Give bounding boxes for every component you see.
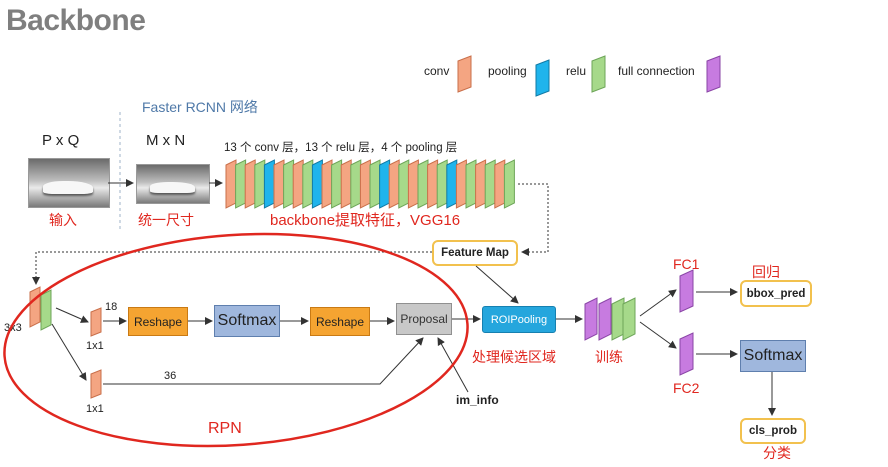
im-info-label: im_info xyxy=(456,393,499,407)
arrow-conv-1x1-cls xyxy=(55,307,89,323)
rpn-conv-1x1-cls xyxy=(90,307,102,337)
classification-caption: 分类 xyxy=(763,445,791,461)
faster-rcnn-label: Faster RCNN 网络 xyxy=(142,99,258,115)
kernel-1x1-label-a: 1x1 xyxy=(86,340,104,352)
arrow-fc-fc1 xyxy=(639,289,677,317)
backbone-layer-conv xyxy=(455,159,467,209)
fc-relu-2 xyxy=(622,297,636,341)
backbone-layer-conv xyxy=(321,159,333,209)
backbone-layer-conv xyxy=(292,159,304,209)
train-caption: 训练 xyxy=(595,349,623,365)
backbone-layer-conv xyxy=(475,159,487,209)
fc2-layer xyxy=(679,332,694,376)
backbone-layer-relu xyxy=(302,159,314,209)
feature-map-box: Feature Map xyxy=(432,240,518,266)
arrow-reg-proposal xyxy=(103,337,424,385)
legend-pooling-label: pooling xyxy=(488,64,527,78)
rpn-region-ellipse xyxy=(3,232,469,448)
input-caption: 输入 xyxy=(49,212,77,228)
backbone-layer-relu xyxy=(465,159,477,209)
rpn-conv-3x3 xyxy=(29,286,41,328)
rpn-relu xyxy=(40,289,52,331)
backbone-layer-relu xyxy=(417,159,429,209)
softmax-box-cls: Softmax xyxy=(740,340,806,372)
backbone-layer-pooling xyxy=(446,159,458,209)
arrow-featuremap-rpn xyxy=(32,251,432,285)
backbone-layer-pooling xyxy=(379,159,391,209)
rpn-label: RPN xyxy=(208,420,242,437)
legend-conv-swatch xyxy=(457,55,472,93)
channel-36-label: 36 xyxy=(164,370,177,382)
reshape-box-1: Reshape xyxy=(128,307,188,336)
fc1-label: FC1 xyxy=(673,256,700,272)
resized-image xyxy=(136,164,210,204)
backbone-layer-relu xyxy=(283,159,295,209)
backbone-layer-conv xyxy=(273,159,285,209)
roi-pooling-box: ROIPooling xyxy=(482,306,556,333)
backbone-layer-relu xyxy=(369,159,381,209)
backbone-layer-relu xyxy=(331,159,343,209)
arrow-conv-1x1-reg xyxy=(51,323,87,381)
legend-relu-label: relu xyxy=(566,64,587,78)
diagram-title: Backbone xyxy=(6,4,146,37)
backbone-layer-conv xyxy=(388,159,400,209)
cls-prob-box: cls_prob xyxy=(740,418,806,444)
proposal-box: Proposal xyxy=(396,303,452,335)
backbone-layer-conv xyxy=(225,159,237,209)
input-image xyxy=(28,158,110,208)
backbone-caption: backbone提取特征，VGG16 xyxy=(270,212,461,229)
backbone-layer-conv xyxy=(359,159,371,209)
arrow-featuremap-roi xyxy=(475,265,519,304)
resize-caption: 统一尺寸 xyxy=(138,212,194,228)
legend-pooling-swatch xyxy=(535,59,550,97)
fc-layer-1 xyxy=(584,297,598,341)
resized-size-label: M x N xyxy=(146,132,186,149)
bbox-pred-box: bbox_pred xyxy=(740,280,812,307)
arrow-fc-fc2 xyxy=(639,321,677,349)
kernel-1x1-label-b: 1x1 xyxy=(86,403,104,415)
backbone-layer-pooling xyxy=(263,159,275,209)
backbone-layer-conv xyxy=(244,159,256,209)
channel-18-label: 18 xyxy=(105,301,118,313)
rpn-layers xyxy=(29,286,102,399)
backbone-layer-conv xyxy=(494,159,506,209)
legend-fc-swatch xyxy=(706,55,721,93)
backbone-layer-relu xyxy=(436,159,448,209)
backbone-layer-conv xyxy=(427,159,439,209)
legend-swatches xyxy=(457,55,721,97)
input-size-label: P x Q xyxy=(42,132,80,149)
arrow-backbone-featuremap xyxy=(518,183,549,256)
fc-layer-2 xyxy=(598,297,612,341)
reshape-box-2: Reshape xyxy=(310,307,370,336)
backbone-layer-relu xyxy=(350,159,362,209)
rpn-conv-1x1-reg xyxy=(90,369,102,399)
layers-caption: 13 个 conv 层，13 个 relu 层，4 个 pooling 层 xyxy=(224,142,458,154)
backbone-layer-relu xyxy=(484,159,496,209)
legend-conv-label: conv xyxy=(424,64,450,78)
legend-fc-label: full connection xyxy=(618,64,695,78)
backbone-layer-pooling xyxy=(311,159,323,209)
backbone-layer-relu xyxy=(254,159,266,209)
backbone-layers xyxy=(225,159,515,209)
fc-layers xyxy=(584,269,694,376)
fc-relu-1 xyxy=(611,297,625,341)
backbone-layer-conv xyxy=(340,159,352,209)
legend-relu-swatch xyxy=(591,55,606,93)
backbone-layer-relu xyxy=(398,159,410,209)
backbone-layer-conv xyxy=(407,159,419,209)
backbone-layer-relu xyxy=(503,159,515,209)
fc1-layer xyxy=(679,269,694,313)
roi-caption: 处理候选区域 xyxy=(472,349,556,365)
softmax-box-rpn: Softmax xyxy=(214,305,280,337)
backbone-layer-relu xyxy=(235,159,247,209)
fc2-label: FC2 xyxy=(673,380,700,396)
regression-caption: 回归 xyxy=(752,264,780,280)
